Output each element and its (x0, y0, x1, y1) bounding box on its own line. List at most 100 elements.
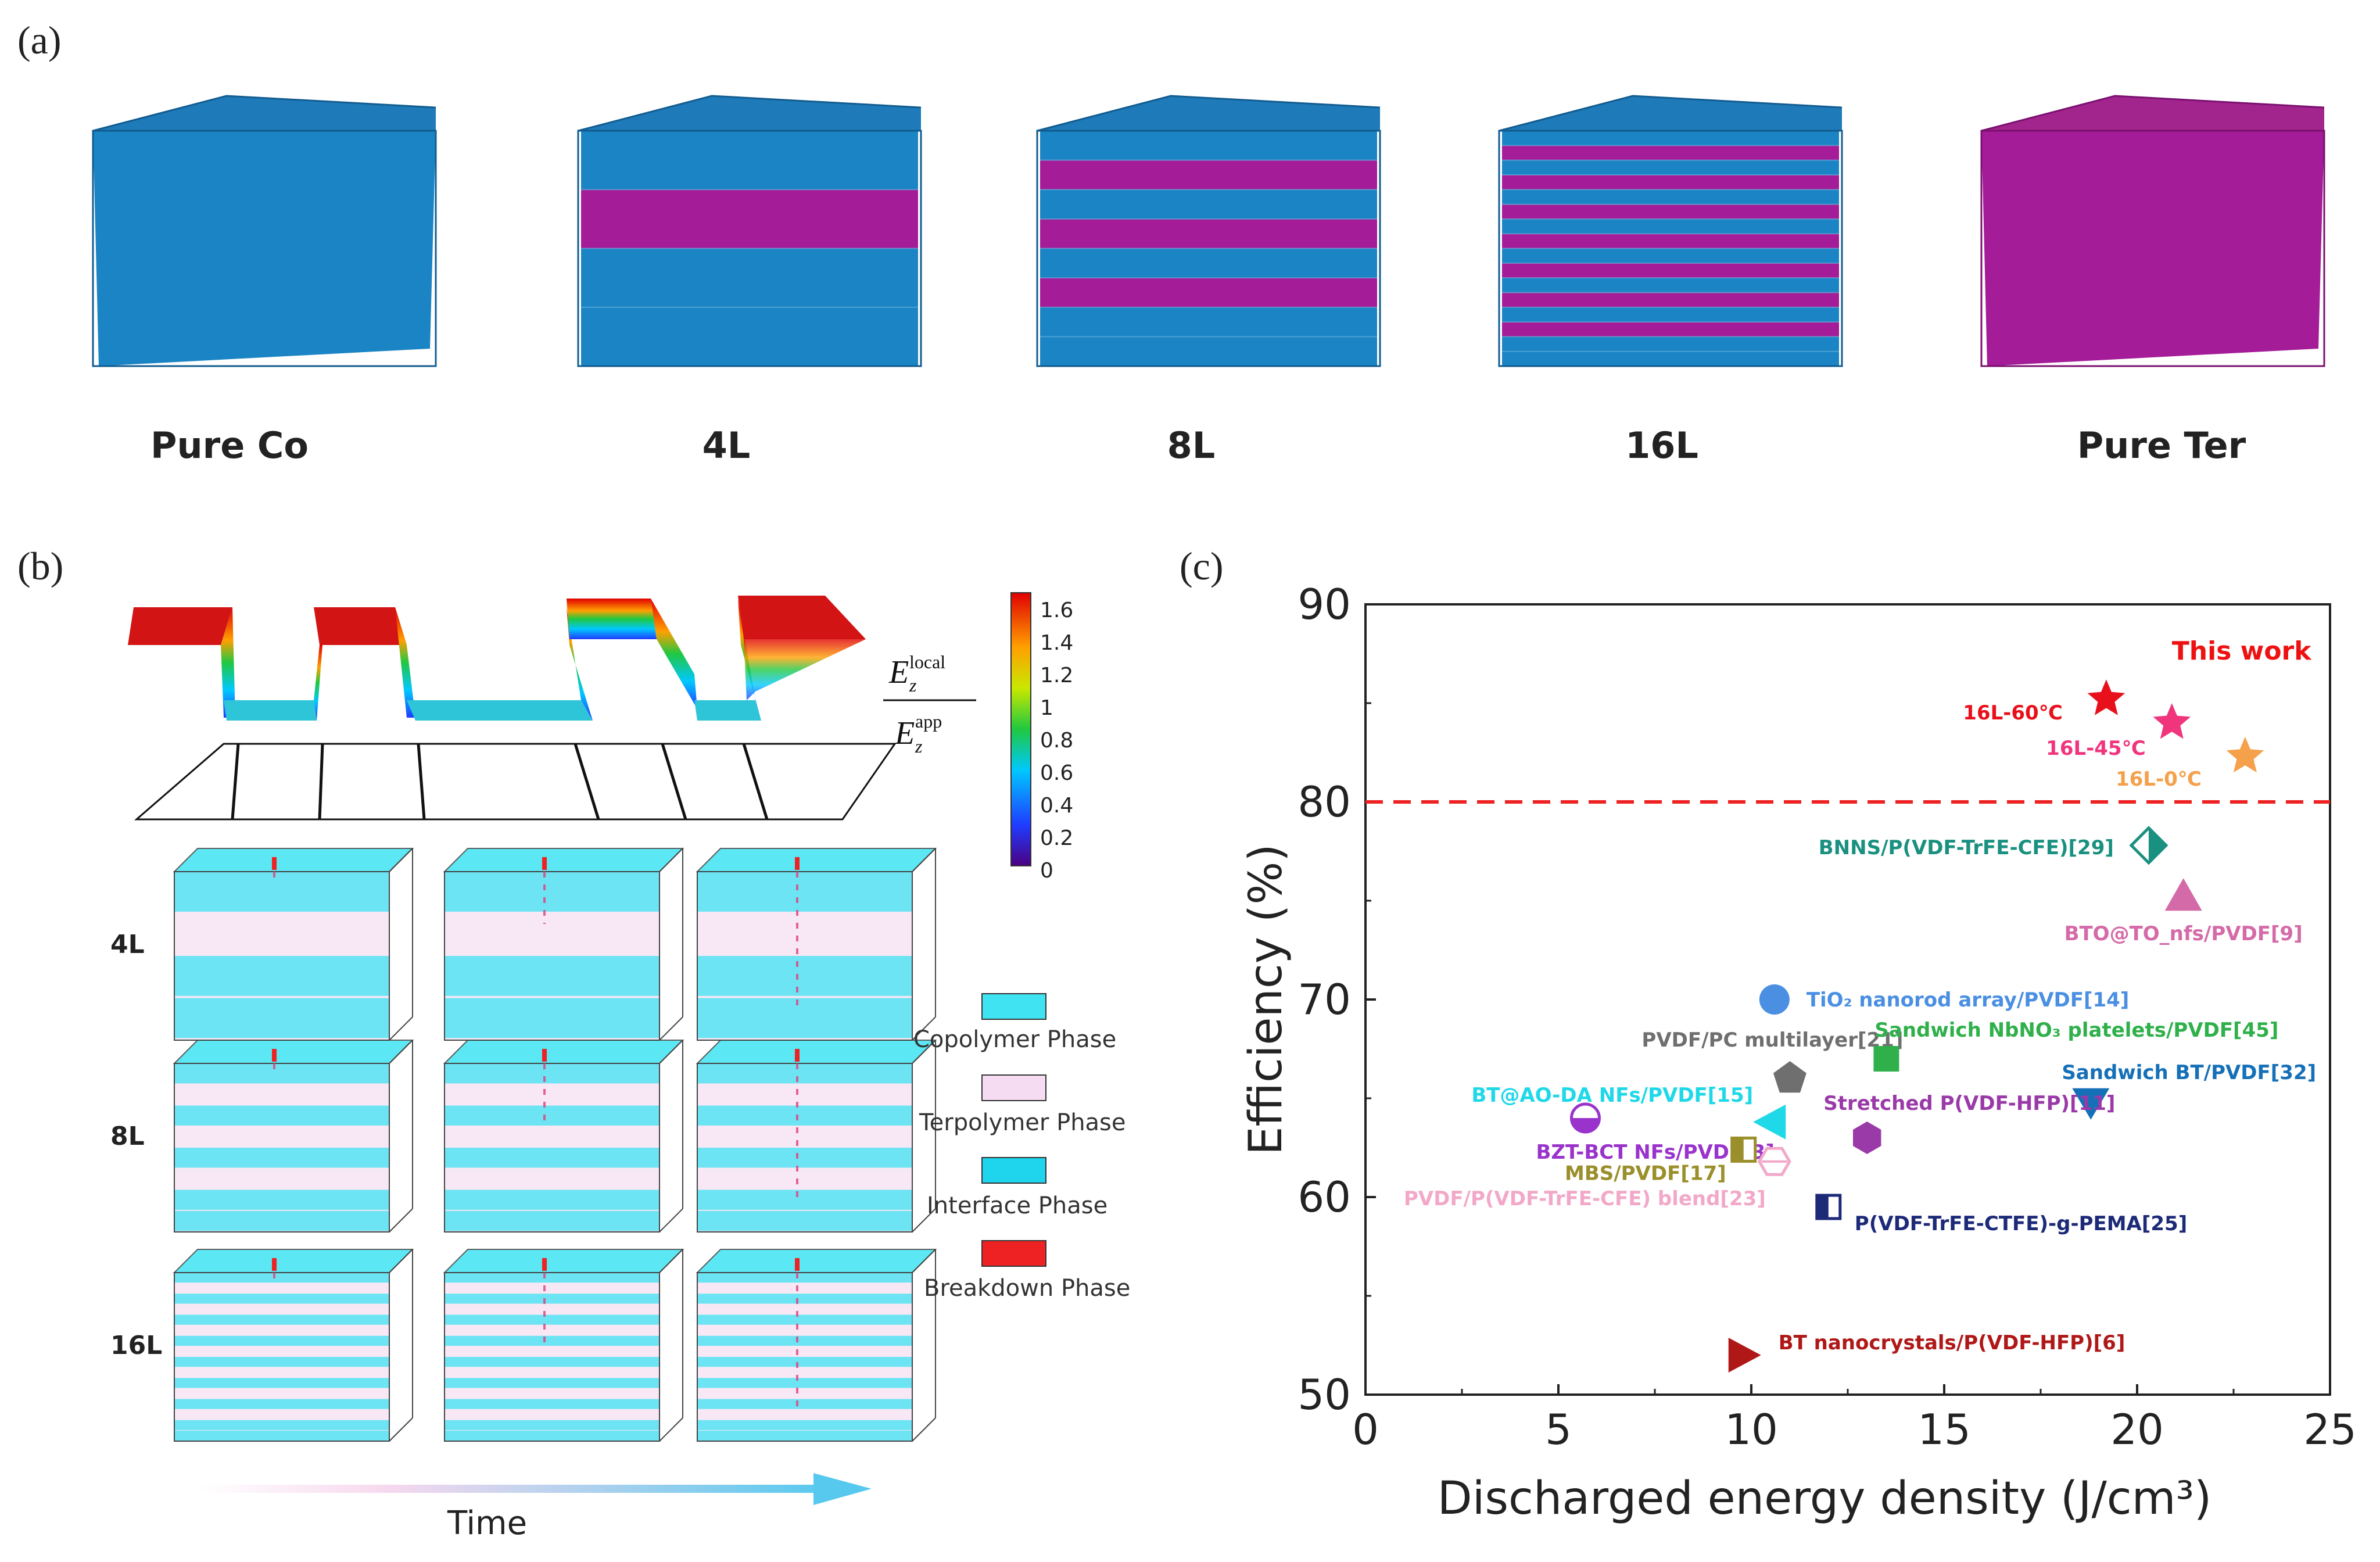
x-tick-label: 5 (1545, 1405, 1572, 1454)
point-label: 16L-60℃ (1963, 701, 2063, 725)
point-label: P(VDF-TrFE-CTFE)-g-PEMA[25] (1855, 1212, 2187, 1235)
data-point (1753, 1104, 1786, 1140)
point-label: BTO@TO_nfs/PVDF[9] (2064, 922, 2303, 945)
data-point (2226, 736, 2264, 773)
sim-box-8l-2 (443, 1040, 684, 1233)
x-tick-label: 10 (1725, 1405, 1778, 1454)
legend-swatch-copolymer (981, 993, 1046, 1020)
svg-text:1: 1 (1040, 696, 1053, 720)
cube-label-pure-co: Pure Co (150, 424, 309, 467)
point-label: TiO₂ nanorod array/PVDF[14] (1806, 988, 2130, 1012)
cube-16l (1498, 95, 1843, 367)
x-tick-label: 25 (2303, 1405, 2357, 1454)
cube-pure-ter (1980, 95, 2325, 367)
data-point (1853, 1122, 1881, 1154)
panel-c-label: (c) (1180, 544, 1224, 588)
x-tick-label: 15 (1917, 1405, 1971, 1454)
svg-text:1.2: 1.2 (1040, 664, 1073, 687)
data-point (1773, 1061, 1806, 1093)
data-point (2164, 878, 2202, 911)
time-label: Time (447, 1504, 527, 1542)
data-point (1815, 1194, 1842, 1220)
row-label-4l: 4L (110, 930, 145, 959)
legend-label-terpolymer: Terpolymer Phase (919, 1109, 1126, 1136)
point-label: BT nanocrystals/P(VDF-HFP)[6] (1779, 1331, 2125, 1355)
y-axis-title: Efficiency (%) (1240, 844, 1292, 1155)
colorbar (1010, 592, 1031, 866)
point-label: Sandwich BT/PVDF[32] (2062, 1061, 2316, 1084)
field-profile (128, 596, 866, 721)
point-label: Stretched P(VDF-HFP)[11] (1823, 1092, 2115, 1115)
svg-text:E: E (888, 654, 909, 690)
colorbar-ticks: 1.6 1.4 1.2 1 0.8 0.6 0.4 0.2 0 (1040, 599, 1073, 883)
legend-label-breakdown: Breakdown Phase (924, 1275, 1130, 1302)
svg-text:0.6: 0.6 (1040, 761, 1073, 785)
legend-swatch-interface (981, 1157, 1046, 1184)
cube-4l (577, 95, 922, 367)
legend-swatch-breakdown (981, 1240, 1046, 1267)
svg-text:1.4: 1.4 (1040, 631, 1073, 655)
legend-label-interface: Interface Phase (927, 1192, 1107, 1219)
data-point (1873, 1046, 1899, 1072)
floor-grid (134, 743, 897, 821)
svg-text:0.8: 0.8 (1040, 729, 1073, 753)
field-ratio-label: E z local E z app (883, 651, 976, 757)
point-label: PVDF/P(VDF-TrFE-CFE) blend[23] (1404, 1187, 1766, 1210)
y-tick-label: 70 (1297, 975, 1351, 1024)
svg-text:0.4: 0.4 (1040, 794, 1073, 818)
legend-label-copolymer: Copolymer Phase (913, 1026, 1116, 1053)
y-tick-label: 80 (1297, 778, 1351, 826)
cube-label-4l: 4L (702, 424, 751, 467)
legend-swatch-terpolymer (981, 1074, 1046, 1101)
panel-b-label: (b) (17, 544, 64, 588)
row-label-16l: 16L (110, 1331, 162, 1360)
svg-text:E: E (894, 715, 915, 751)
time-arrow: Time (200, 1473, 872, 1542)
svg-text:app: app (915, 711, 942, 732)
sim-box-4l-1 (173, 848, 414, 1041)
point-label: Sandwich NbNO₃ platelets/PVDF[45] (1874, 1019, 2278, 1042)
point-label: BT@AO-DA NFs/PVDF[15] (1471, 1084, 1753, 1107)
point-label: 16L-45℃ (2046, 737, 2146, 760)
svg-text:0: 0 (1040, 859, 1053, 883)
data-point (1759, 984, 1790, 1015)
cube-8l (1036, 95, 1381, 367)
y-tick-label: 60 (1297, 1173, 1351, 1221)
cube-label-8l: 8L (1167, 424, 1216, 467)
sim-box-16l-3 (696, 1249, 937, 1442)
point-label: BNNS/P(VDF-TrFE-CFE)[29] (1819, 836, 2114, 859)
svg-text:local: local (909, 651, 945, 672)
data-point (1730, 1136, 1757, 1163)
data-point (2087, 679, 2125, 715)
svg-text:0.2: 0.2 (1040, 826, 1073, 850)
sim-box-4l-2 (443, 848, 684, 1041)
cube-label-pure-ter: Pure Ter (2077, 424, 2246, 467)
this-work-annotation: This work (2172, 636, 2313, 666)
sim-box-4l-3 (696, 848, 937, 1041)
y-tick-label: 90 (1297, 580, 1351, 629)
point-label: MBS/PVDF[17] (1565, 1162, 1726, 1185)
svg-text:z: z (915, 736, 923, 757)
sim-box-16l-2 (443, 1249, 684, 1442)
sim-box-8l-3 (696, 1040, 937, 1233)
data-point (1569, 1102, 1601, 1134)
data-point (2129, 826, 2168, 865)
x-tick-label: 0 (1352, 1405, 1379, 1454)
point-label: 16L-0℃ (2116, 768, 2202, 791)
data-point (2072, 1088, 2110, 1120)
cube-label-16l: 16L (1625, 424, 1698, 467)
sim-box-16l-1 (173, 1249, 414, 1442)
point-label: PVDF/PC multilayer[21] (1641, 1029, 1903, 1052)
cube-pure-co (92, 95, 437, 367)
phase-legend: Copolymer Phase Terpolymer Phase Interfa… (913, 993, 1130, 1302)
row-label-8l: 8L (110, 1122, 145, 1151)
x-axis-title: Discharged energy density (J/cm³) (1438, 1473, 2212, 1525)
y-tick-label: 50 (1297, 1370, 1351, 1419)
panel-a-label: (a) (17, 18, 62, 62)
sim-box-8l-1 (173, 1040, 414, 1233)
data-point (2153, 703, 2191, 739)
data-point (1728, 1338, 1761, 1373)
simulation-boxes: 4L 8L 16L (110, 848, 937, 1442)
svg-text:z: z (909, 675, 917, 696)
